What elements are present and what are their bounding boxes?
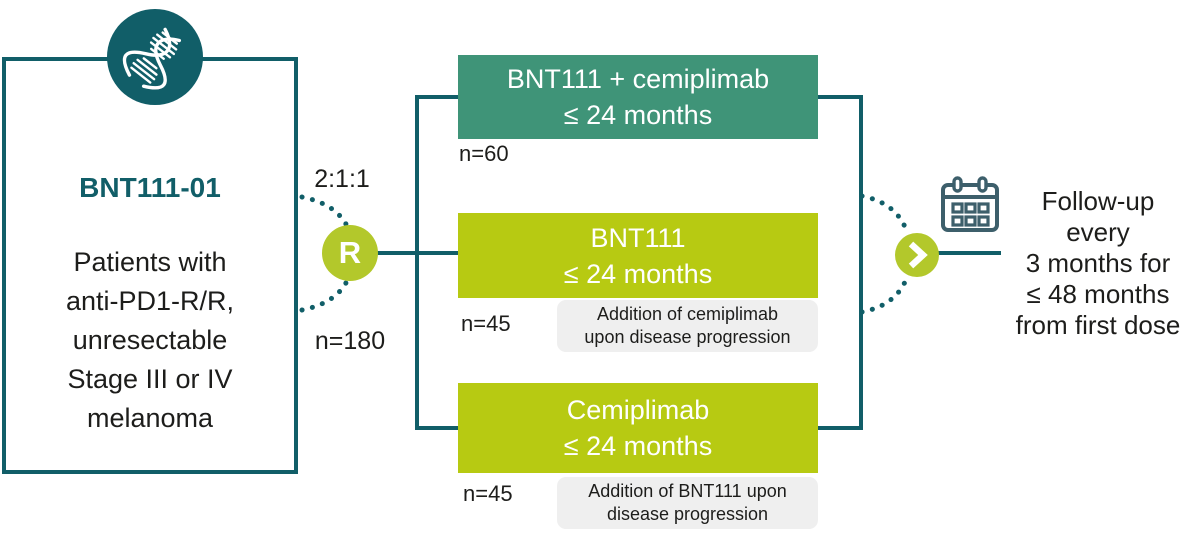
arm-duration: ≤ 24 months (563, 100, 713, 130)
chevron-glyph (895, 233, 939, 277)
followup-line: ≤ 48 months (1026, 279, 1170, 309)
randomization-ratio-label: 2:1:1 (314, 165, 370, 193)
study-population-text: Patients with anti-PD1-R/R, unresectable… (2, 243, 298, 438)
chevron-right-icon (895, 233, 939, 277)
followup-line: 3 months for (1025, 248, 1171, 278)
followup-line: every (1066, 217, 1130, 247)
arm-note-line: disease progression (606, 504, 769, 524)
arm-box-cemiplimab: Cemiplimab ≤ 24 months (458, 383, 818, 473)
study-desc-line: Stage III or IV (67, 364, 233, 394)
followup-text: Follow-up every 3 months for ≤ 48 months… (1000, 186, 1196, 341)
arm-name: Cemiplimab (566, 395, 710, 425)
arm-note-line: Addition of BNT111 upon (588, 481, 787, 501)
arm-note-cemiplimab: Addition of BNT111 upon disease progress… (557, 477, 818, 529)
arm-duration: ≤ 24 months (563, 258, 713, 289)
study-desc-line: anti-PD1-R/R, (65, 286, 235, 316)
dotted-arc-top-right (859, 193, 910, 235)
randomization-badge: R (322, 225, 378, 281)
followup-line: from first dose (1015, 310, 1181, 340)
dotted-arc-bottom-right (859, 274, 910, 315)
followup-line: Follow-up (1041, 186, 1155, 216)
arm-n-label: n=45 (463, 481, 513, 506)
study-desc-line: unresectable (72, 325, 228, 355)
study-title: BNT111-01 (79, 172, 221, 203)
right-bracket-line (818, 95, 863, 430)
arm-note-line: upon disease progression (584, 327, 791, 347)
study-desc-line: Patients with (73, 247, 227, 277)
study-desc-line: melanoma (86, 403, 214, 433)
dna-helix-glyph (122, 27, 182, 90)
calendar-icon (939, 176, 1001, 239)
arm-name: BNT111 (590, 222, 686, 253)
arm-n-label: n=45 (461, 311, 511, 336)
dna-icon (107, 9, 203, 105)
dotted-arc-bottom-left (299, 276, 351, 313)
total-enrollment-label: n=180 (314, 327, 386, 355)
arm-name: BNT111 + cemiplimab (506, 64, 770, 94)
arm-box-bnt111: BNT111 ≤ 24 months (458, 213, 818, 298)
dotted-arc-top-left (299, 194, 351, 231)
calendar-glyph (941, 176, 999, 232)
arm-n-label: n=60 (459, 141, 509, 166)
arm-box-bnt111-cemiplimab: BNT111 + cemiplimab ≤ 24 months (458, 55, 818, 139)
arm-note-bnt111: Addition of cemiplimab upon disease prog… (557, 300, 818, 352)
randomization-symbol: R (338, 235, 362, 270)
arm-duration: ≤ 24 months (563, 431, 713, 461)
study-population-box (2, 57, 298, 474)
left-bracket-line (415, 95, 458, 430)
arm-note-line: Addition of cemiplimab (596, 304, 779, 324)
